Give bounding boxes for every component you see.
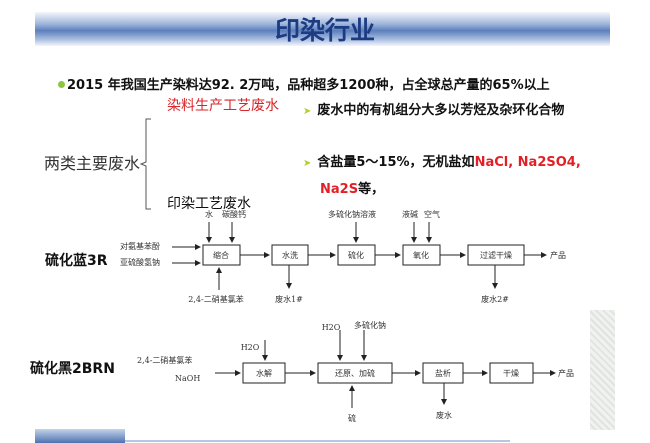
top-label: H2O [322, 323, 341, 332]
diagram2-lines [215, 330, 556, 408]
diagram1-lines [172, 222, 547, 290]
top-label: 空气 [424, 209, 440, 219]
diagram2-name: 硫化黑2BRN [30, 361, 115, 377]
input-label: NaOH [175, 374, 200, 383]
footer-line [125, 440, 510, 442]
wastewater-type-printing: 印染工艺废水 [167, 196, 251, 212]
brace-icon [140, 118, 151, 210]
footer-decoration [35, 429, 125, 443]
step-label: 盐析 [435, 368, 451, 378]
bottom-label: 废水 [436, 410, 452, 420]
diagram1-labels: 对氨基苯酚 亚硫酸氢钠 缩合 水洗 硫化 氧化 过滤干燥 产品 水 碳酸钙 多硫… [120, 209, 566, 304]
top-label: H2O [241, 343, 260, 352]
bottom-label: 废水2# [481, 294, 509, 304]
wastewater-type-dye: 染料生产工艺废水 [167, 98, 279, 114]
bottom-label: 2,4-二硝基氯苯 [188, 294, 243, 304]
top-label: 多硫化钠 [354, 320, 386, 330]
input-label: 亚硫酸氢钠 [120, 257, 160, 267]
intro-bullet: 2015 年我国生产染料达92. 2万吨，品种超多1200种，占全球总产量的65… [58, 74, 550, 93]
salt-names: NaCl, Na2SO4, [474, 155, 581, 170]
slide-title: 印染行业 [274, 16, 375, 45]
step-label: 水洗 [282, 250, 298, 260]
step-label: 干燥 [503, 369, 519, 378]
point-text: 含盐量5～15%，无机盐如 [317, 155, 475, 170]
input-label: 对氨基苯酚 [120, 241, 160, 251]
title-bar [35, 12, 610, 46]
side-texture [590, 310, 615, 430]
top-label: 液碱 [402, 209, 418, 219]
point-text: 废水中的有机组分大多以芳烃及杂环化合物 [317, 103, 565, 118]
arrow-bullet-icon: ➤ [303, 106, 312, 117]
intro-text: 2015 年我国生产染料达92. 2万吨，品种超多1200种，占全球总产量的65… [67, 78, 550, 93]
point-salt: ➤ 含盐量5～15%，无机盐如NaCl, Na2SO4, [303, 151, 581, 170]
diagram1-name: 硫化蓝3R [45, 253, 108, 269]
step-label: 硫化 [348, 250, 364, 260]
bullet-dot-icon [58, 81, 65, 88]
step-label: 缩合 [213, 250, 229, 260]
step-label: 过滤干燥 [480, 250, 512, 260]
diagram2-labels: 2,4-二硝基氯苯 NaOH 水解 还原、加硫 盐析 干燥 产品 H2O H2O… [137, 320, 574, 423]
point-text: 等， [358, 182, 385, 197]
bottom-label: 废水1# [275, 294, 303, 304]
bottom-label: 硫 [348, 413, 356, 423]
step-label: 还原、加硫 [335, 368, 375, 378]
top-label: 多硫化钠溶液 [328, 209, 376, 219]
input-label: 2,4-二硝基氯苯 [137, 355, 192, 365]
step-label: 氧化 [413, 250, 429, 260]
top-label: 水 [205, 209, 213, 219]
product-label: 产品 [550, 250, 566, 260]
salt-name: Na2S [320, 182, 359, 197]
product-label: 产品 [558, 368, 574, 378]
top-label: 碳酸钙 [222, 209, 246, 219]
step-label: 水解 [256, 368, 272, 378]
arrow-bullet-icon: ➤ [303, 158, 312, 169]
point-organic: ➤ 废水中的有机组分大多以芳烃及杂环化合物 [303, 99, 564, 118]
point-salt-cont: Na2S等， [320, 178, 384, 197]
category-label: 两类主要废水 [44, 154, 141, 173]
